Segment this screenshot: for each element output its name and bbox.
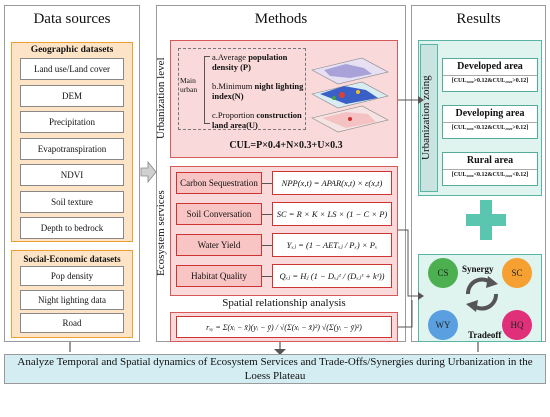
indicator-construction-land: c.Proportion construction land area(U) [212,110,308,130]
node-wy: WY [428,310,458,340]
geo-item: Land use/Land cover [20,58,124,80]
stacked-map-layers-image [311,57,389,133]
results-title: Results [456,11,501,27]
cycle-arrows-icon [466,276,498,312]
data-sources-title: Data sources [33,11,111,27]
zone-name: Rural area [466,155,514,166]
correlation-formula: rₓᵧ = Σ(xᵢ − x̄)(yᵢ − ȳ) / √(Σ(xᵢ − x̄)²… [176,316,392,338]
service-name: Soil Conversation [176,203,262,225]
service-formula: SC = R × K × LS × (1 − C × P) [272,202,392,226]
indicator-night-lighting: b.Minimum night lighting index(N) [212,81,306,101]
service-name: Habitat Quality [176,265,262,287]
main-urban-label: Main urban [180,76,198,94]
indicator-a-name: population density (P) [212,52,288,72]
node-sc-label: SC [511,268,523,278]
zone-card: Rural area [CUL₂₀₀₀<0.12&CUL₂₀₂₀<0.12] [442,152,538,186]
zone-name: Developed area [457,61,523,72]
service-formula: Yₓⱼ = (1 − AETₓⱼ / Pₓ) × Pₓ [272,233,392,257]
zone-condition: [CUL₂₀₀₀>0.12&CUL₂₀₂₀>0.12] [443,75,537,84]
arrow-es-to-results [398,229,418,297]
zone-name: Developing area [455,108,525,119]
geo-item: NDVI [20,164,124,186]
geo-item: Precipitation [20,111,124,133]
zone-card: Developed area [CUL₂₀₀₀>0.12&CUL₂₀₂₀>0.12… [442,58,538,92]
zoning-label-tab [420,44,438,192]
urban-indicator-frame [178,48,306,130]
node-cs-label: CS [437,268,449,278]
indicator-c-prefix: c.Proportion [212,110,257,120]
service-arrow [262,214,272,215]
indicator-brace [204,56,210,124]
indicator-b-name: night lighting index(N) [212,81,304,101]
arrow-spatial-to-results [398,300,413,328]
geo-item: Evapotranspiration [20,137,124,160]
cul-formula: CUL=P×0.4+N×0.3+U×0.3 [229,140,343,151]
service-name: Water Yield [176,234,262,256]
service-name: Carbon Sequestration [176,172,262,194]
synergy-label: Synergy [462,264,494,274]
service-arrow [262,183,272,184]
indicator-b-prefix: b.Minimum [212,81,255,91]
service-arrow [262,276,272,277]
service-formula: Qₓⱼ = Hⱼ (1 − Dₓⱼᶻ / (Dₓⱼᶻ + kᶻ)) [272,264,392,288]
arrow-data-to-methods [140,160,157,184]
socio-item: Night lighting data [20,289,124,310]
conclusion-text: Analyze Temporal and Spatial dynamics of… [17,356,533,382]
geo-item: Soil texture [20,190,124,213]
data-sources-panel: Data sources [4,5,140,342]
node-cs: CS [428,258,458,288]
node-hq: HQ [502,310,532,340]
socio-item: Road [20,313,124,333]
indicator-a-prefix: a.Average [212,52,249,62]
indicator-population-density: a.Average population density (P) [212,52,306,72]
service-arrow [262,245,272,246]
geo-item: Depth to bedrock [20,217,124,239]
spatial-relationship-title: Spatial relationship analysis [222,297,346,309]
socio-economic-datasets-title: Social-Economic datasets [23,254,121,264]
plus-icon [466,200,506,240]
indicator-c-name: construction land area(U) [212,110,302,130]
geo-item: DEM [20,84,124,107]
service-formula: NPP(x,t) = APAR(x,t) × ε(x,t) [272,171,392,195]
zone-condition: [CUL₂₀₀₀<0.12&CUL₂₀₂₀<0.12] [443,169,537,178]
tradeoff-label: Tradeoff [468,330,502,340]
node-wy-label: WY [435,320,451,330]
socio-item: Pop density [20,266,124,286]
zone-card: Developing area [CUL₂₀₀₀<0.12&CUL₂₀₂₀>0.1… [442,105,538,139]
geographic-datasets-title: Geographic datasets [30,45,114,55]
node-sc: SC [502,258,532,288]
conclusion-banner: Analyze Temporal and Spatial dynamics of… [4,354,546,384]
node-hq-label: HQ [510,320,524,330]
methods-title: Methods [254,11,308,27]
zone-condition: [CUL₂₀₀₀<0.12&CUL₂₀₂₀>0.12] [443,122,537,131]
